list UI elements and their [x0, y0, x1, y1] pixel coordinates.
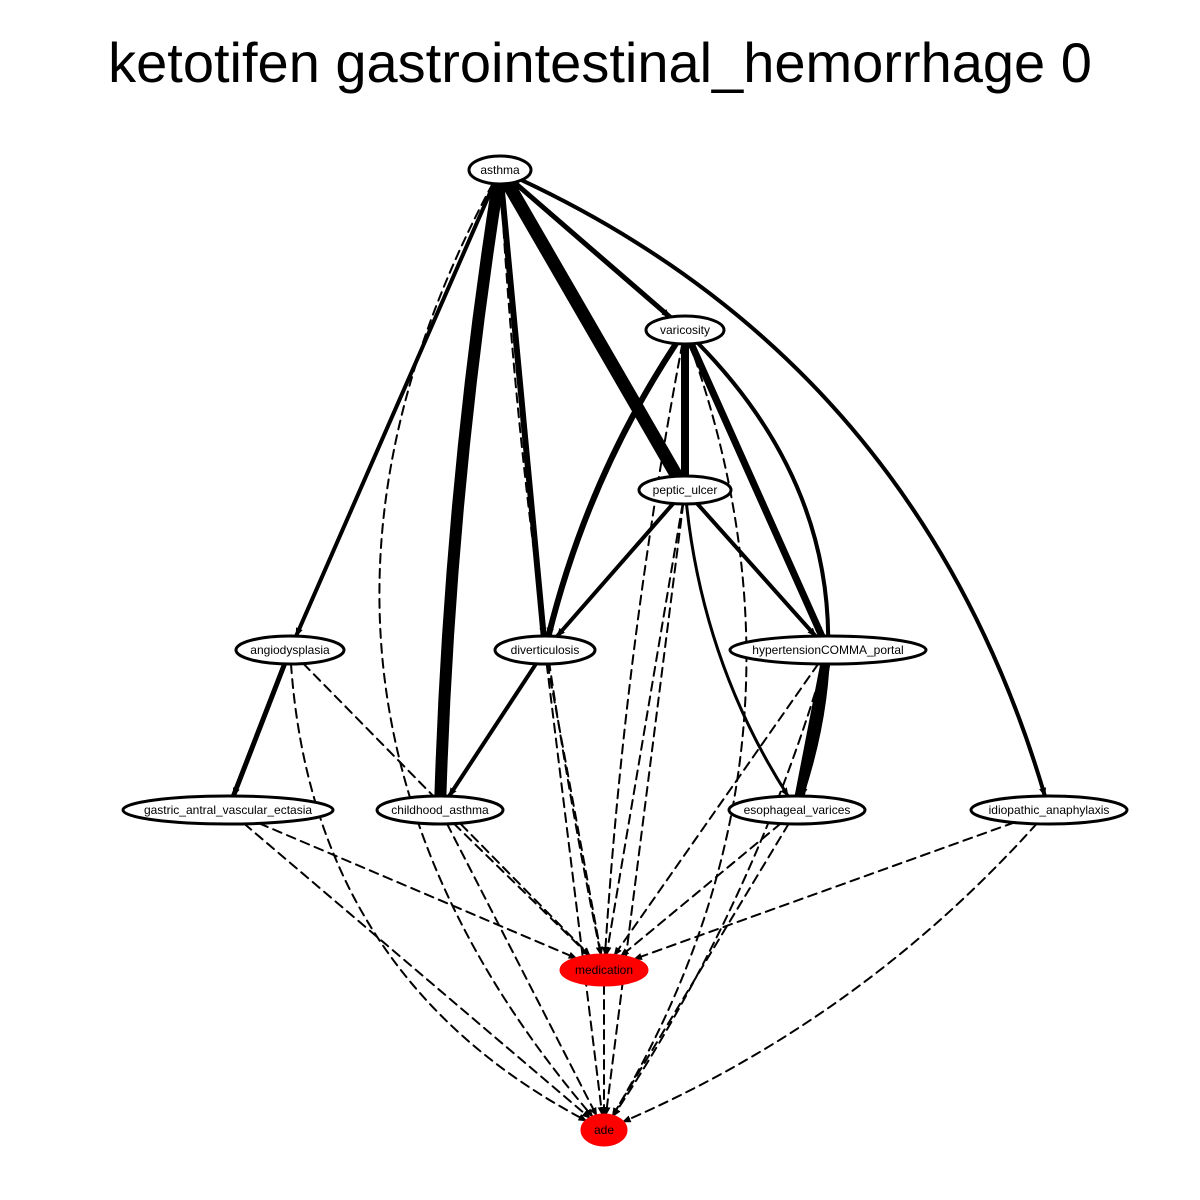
node-hypertension_portal: hypertensionCOMMA_portal: [728, 634, 928, 666]
edge-varicosity-to-diverticulosis: [545, 340, 679, 639]
node-idiopathic_anaphylaxis: idiopathic_anaphylaxis: [969, 794, 1129, 826]
node-shape-diverticulosis: [493, 634, 597, 666]
edge-diverticulosis-to-childhood_asthma: [447, 661, 538, 799]
node-shape-medication: [559, 953, 649, 987]
node-peptic_ulcer: peptic_ulcer: [637, 474, 733, 506]
edge-peptic_ulcer-to-diverticulosis: [554, 501, 676, 639]
node-label-peptic_ulcer: peptic_ulcer: [653, 483, 718, 497]
edge-varicosity-to-esophageal_varices: [696, 341, 831, 798]
node-label-angiodysplasia: angiodysplasia: [250, 643, 330, 657]
edge-asthma-to-diverticulosis: [498, 181, 547, 639]
edge-esophageal_varices-to-medication: [619, 822, 782, 958]
edge-hypertension_portal-to-esophageal_varices: [794, 659, 831, 801]
node-label-medication: medication: [575, 963, 633, 977]
nodes-layer: asthma varicosity peptic_ulcer angiodysplas…: [121, 154, 1129, 1147]
edge-asthma-to-peptic_ulcer: [501, 177, 684, 483]
node-diverticulosis: diverticulosis: [493, 634, 597, 666]
node-shape-ade: [580, 1113, 628, 1147]
edge-angiodysplasia-to-gave: [230, 661, 288, 799]
node-label-gave: gastric_antral_vascular_ectasia: [144, 803, 312, 817]
node-shape-asthma: [467, 154, 533, 186]
node-label-varicosity: varicosity: [660, 323, 710, 337]
edge-gave-to-medication: [258, 822, 578, 960]
edge-varicosity-to-medication: [601, 343, 684, 956]
edge-idiopathic_anaphylaxis-to-ade: [621, 822, 1038, 1123]
edge-varicosity-to-hypertension_portal: [687, 340, 826, 640]
diagram-title: ketotifen gastrointestinal_hemorrhage 0: [108, 31, 1092, 94]
node-label-esophageal_varices: esophageal_varices: [744, 803, 851, 817]
node-esophageal_varices: esophageal_varices: [727, 794, 867, 826]
node-gave: gastric_antral_vascular_ectasia: [121, 794, 335, 826]
edge-peptic_ulcer-to-esophageal_varices: [685, 502, 790, 798]
node-label-ade: ade: [594, 1123, 614, 1137]
edge-diverticulosis-to-medication: [546, 663, 604, 956]
node-angiodysplasia: angiodysplasia: [234, 634, 346, 666]
node-shape-angiodysplasia: [234, 634, 346, 666]
edge-diverticulosis-to-ade: [545, 663, 605, 1117]
node-shape-varicosity: [644, 314, 726, 346]
node-varicosity: varicosity: [644, 314, 726, 346]
edge-peptic_ulcer-to-medication: [604, 503, 684, 956]
node-asthma: asthma: [467, 154, 533, 186]
edge-hypertension_portal-to-ade: [612, 663, 825, 1118]
node-shape-hypertension_portal: [728, 634, 928, 666]
node-label-asthma: asthma: [480, 163, 520, 177]
edge-varicosity-to-ade: [611, 342, 748, 1118]
node-shape-peptic_ulcer: [637, 474, 733, 506]
edge-idiopathic_anaphylaxis-to-medication: [632, 821, 1016, 961]
edge-esophageal_varices-to-ade: [611, 822, 790, 1118]
node-label-hypertension_portal: hypertensionCOMMA_portal: [752, 643, 903, 657]
node-shape-childhood_asthma: [375, 794, 505, 826]
edge-peptic_ulcer-to-ade: [603, 503, 685, 1117]
node-childhood_asthma: childhood_asthma: [375, 794, 505, 826]
edge-asthma-to-idiopathic_anaphylaxis: [519, 178, 1047, 798]
edge-childhood_asthma-to-medication: [453, 822, 591, 957]
edge-hypertension_portal-to-medication: [613, 662, 820, 957]
edge-asthma-to-angiodysplasia: [294, 181, 496, 639]
edge-asthma-to-varicosity: [511, 179, 673, 320]
edge-peptic_ulcer-to-hypertension_portal: [695, 501, 818, 639]
node-ade: ade: [580, 1113, 628, 1147]
edge-asthma-to-medication: [499, 183, 603, 956]
edge-asthma-to-childhood_asthma: [434, 178, 504, 802]
node-shape-esophageal_varices: [727, 794, 867, 826]
node-shape-idiopathic_anaphylaxis: [969, 794, 1129, 826]
edges-layer: [230, 177, 1047, 1123]
node-label-diverticulosis: diverticulosis: [511, 643, 580, 657]
node-label-childhood_asthma: childhood_asthma: [391, 803, 489, 817]
edge-gave-to-ade: [243, 822, 592, 1120]
node-shape-gave: [121, 794, 335, 826]
edge-asthma-to-ade: [378, 182, 594, 1118]
node-medication: medication: [559, 953, 649, 987]
node-label-idiopathic_anaphylaxis: idiopathic_anaphylaxis: [989, 803, 1110, 817]
edge-childhood_asthma-to-ade: [446, 822, 598, 1117]
